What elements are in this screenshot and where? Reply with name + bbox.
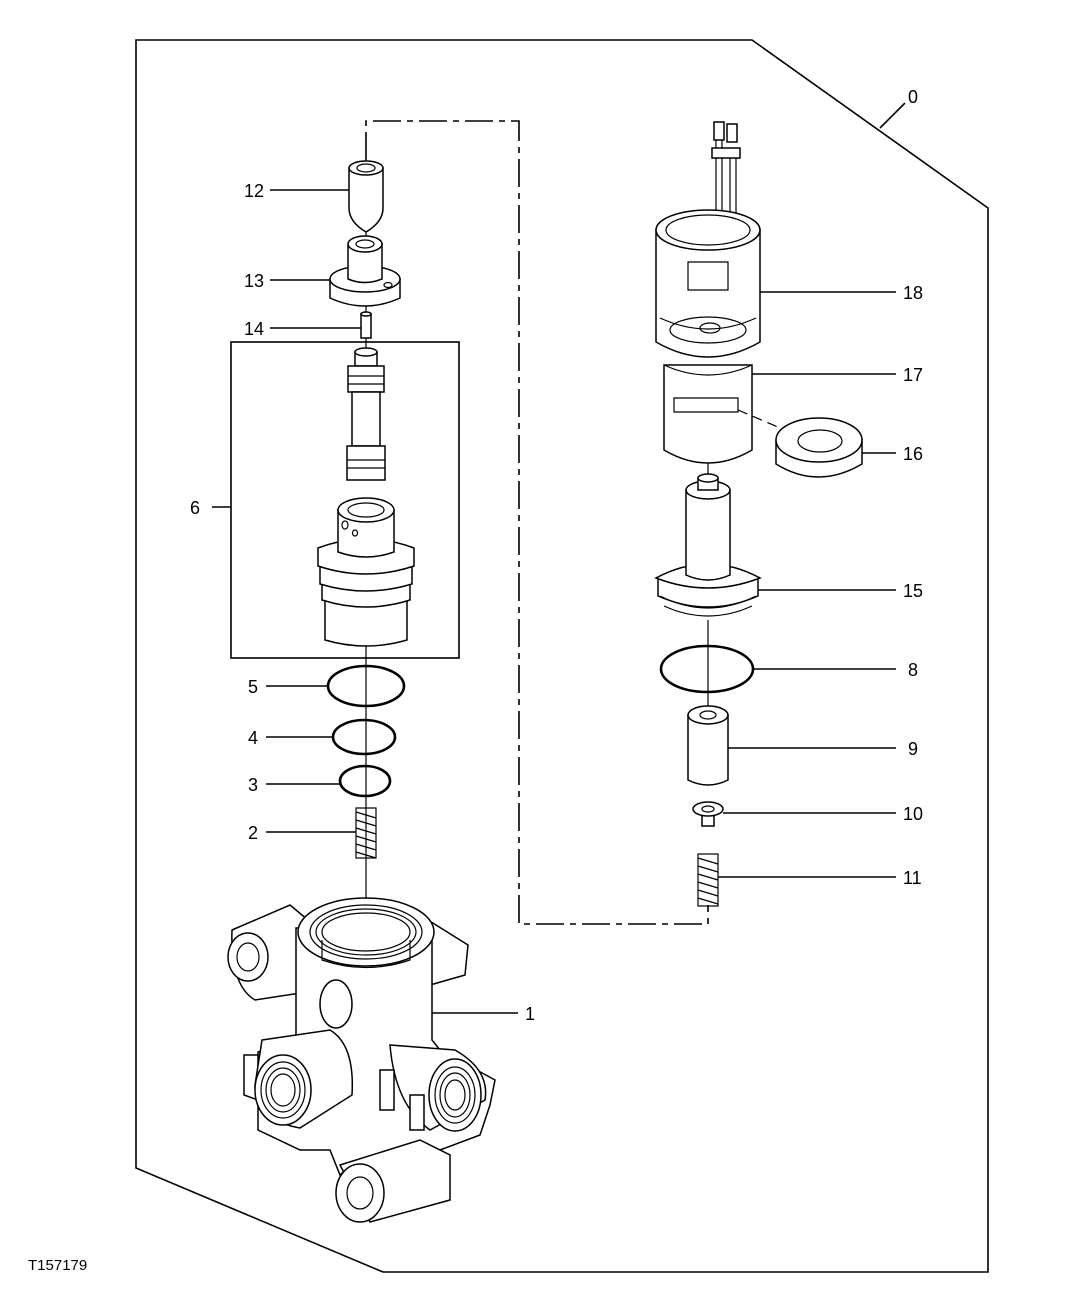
callout-5: 5: [248, 677, 258, 697]
callout-17: 17: [903, 365, 923, 385]
part-18-solenoid-nut: [655, 121, 761, 358]
callout-8: 8: [908, 660, 918, 680]
callout-1: 1: [525, 1004, 535, 1024]
callout-16: 16: [903, 444, 923, 464]
part-17-solenoid-coil: [663, 364, 753, 464]
callout-18: 18: [903, 283, 923, 303]
part-6-sleeve: [317, 497, 415, 647]
part-9-plunger: [687, 705, 729, 786]
callout-15: 15: [903, 581, 923, 601]
part-14-pin: [360, 311, 372, 339]
callout-9: 9: [908, 739, 918, 759]
callout-14: 14: [244, 319, 264, 339]
assembly-boundary: [135, 39, 989, 1273]
figure-code: T157179: [28, 1257, 87, 1274]
part-12-nozzle: [348, 160, 384, 233]
callout-11: 11: [903, 868, 922, 888]
part-15-armature-tube: [654, 473, 762, 617]
part-1-valve-body: [227, 897, 496, 1223]
callout-12: 12: [244, 181, 264, 201]
callout-4: 4: [248, 728, 258, 748]
leader-lines: [212, 102, 906, 1014]
part-6-spool: [346, 347, 386, 481]
part-2-spring: [355, 807, 377, 859]
part-3-o-ring: [338, 764, 392, 798]
part-16-washer: [737, 409, 863, 478]
part-8-o-ring: [659, 644, 755, 694]
callout-0: 0: [908, 87, 918, 107]
callout-10: 10: [903, 804, 923, 824]
callout-6: 6: [190, 498, 200, 518]
part-11-spring: [697, 853, 719, 907]
callout-2: 2: [248, 823, 258, 843]
connector-line: [365, 120, 709, 925]
callout-3: 3: [248, 775, 258, 795]
part-4-o-ring: [331, 718, 397, 756]
part-10-cap: [692, 801, 724, 827]
part-13-flange-seat: [329, 235, 401, 307]
part-6-group-box: [230, 341, 460, 659]
callout-13: 13: [244, 271, 264, 291]
